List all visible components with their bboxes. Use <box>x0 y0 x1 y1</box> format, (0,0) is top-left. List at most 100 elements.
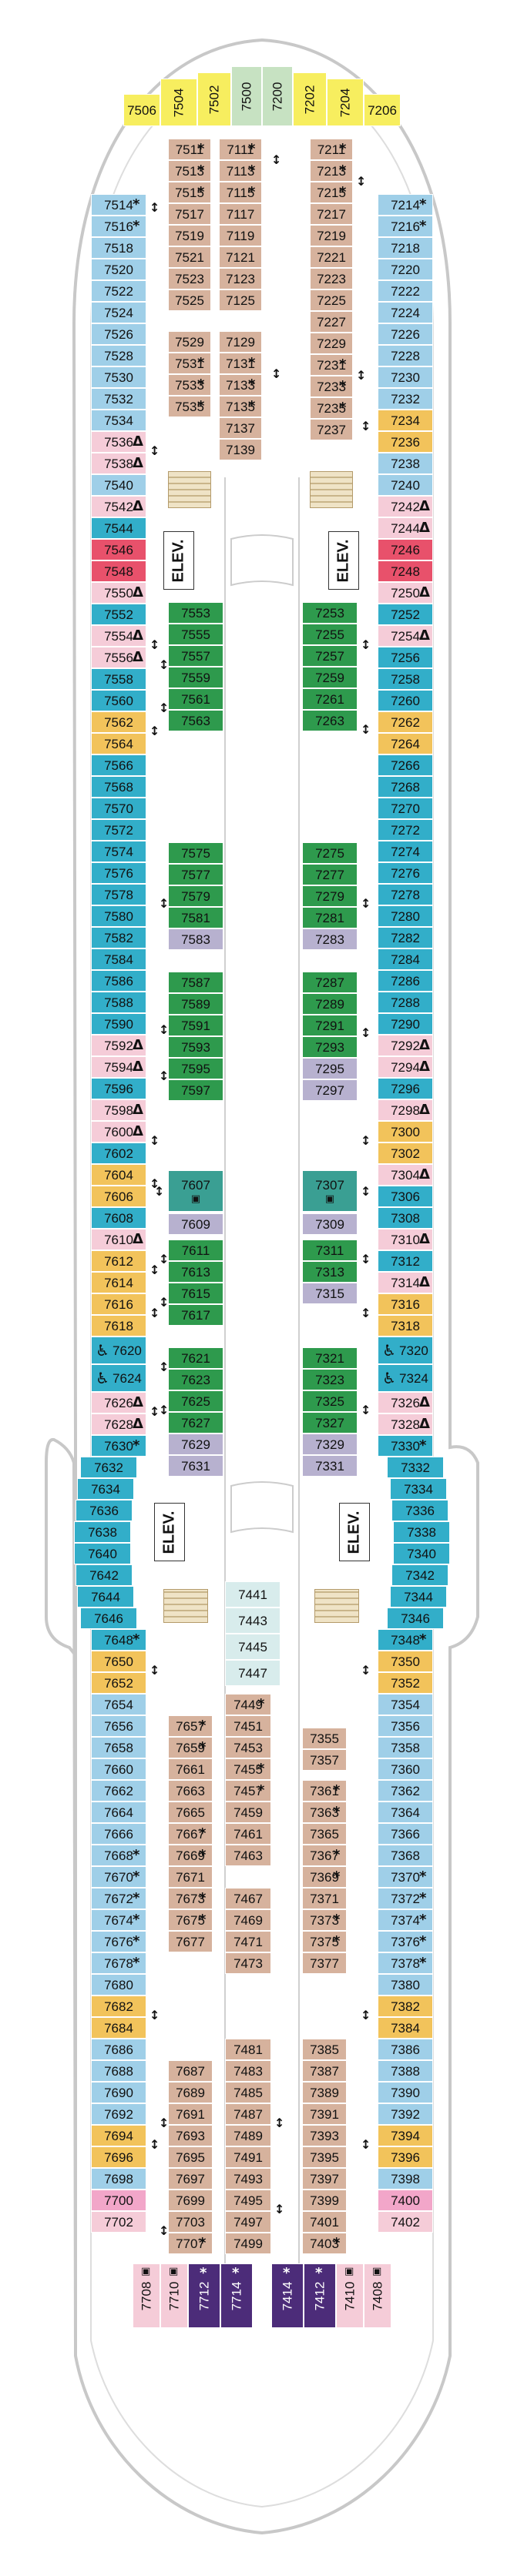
cabin-7288[interactable]: 7288 <box>378 992 433 1013</box>
cabin-7338[interactable]: 7338 <box>393 1521 450 1543</box>
cabin-7614[interactable]: 7614 <box>91 1272 146 1293</box>
cabin-7666[interactable]: 7666 <box>91 1823 146 1845</box>
cabin-7259[interactable]: 7259 <box>302 667 358 688</box>
cabin-7278[interactable]: 7278 <box>378 884 433 905</box>
cabin-7232[interactable]: 7232 <box>378 388 433 410</box>
cabin-7221[interactable]: 7221 <box>310 246 353 268</box>
cabin-7402[interactable]: 7402 <box>378 2211 433 2233</box>
cabin-7457[interactable]: 7457 <box>225 1780 271 1802</box>
cabin-7640[interactable]: 7640 <box>74 1543 131 1564</box>
cabin-7593[interactable]: 7593 <box>168 1036 223 1058</box>
cabin-7602[interactable]: 7602 <box>91 1142 146 1164</box>
cabin-7595[interactable]: 7595 <box>168 1058 223 1079</box>
cabin-7664[interactable]: 7664 <box>91 1802 146 1823</box>
cabin-7607[interactable]: 7607▣ <box>168 1170 223 1212</box>
cabin-7314[interactable]: 7314 <box>378 1272 433 1293</box>
cabin-7663[interactable]: 7663 <box>168 1780 213 1802</box>
cabin-7133[interactable]: 7133 <box>219 374 262 396</box>
cabin-7373[interactable]: 7373 <box>302 1909 347 1931</box>
cabin-7272[interactable]: 7272 <box>378 819 433 841</box>
cabin-7580[interactable]: 7580 <box>91 905 146 927</box>
cabin-7362[interactable]: 7362 <box>378 1780 433 1802</box>
cabin-7117[interactable]: 7117 <box>219 203 262 225</box>
cabin-7238[interactable]: 7238 <box>378 453 433 474</box>
cabin-7630[interactable]: 7630 <box>91 1435 146 1457</box>
cabin-7693[interactable]: 7693 <box>168 2125 213 2146</box>
cabin-7677[interactable]: 7677 <box>168 1931 213 1952</box>
cabin-7529[interactable]: 7529 <box>168 331 211 353</box>
cabin-7308[interactable]: 7308 <box>378 1207 433 1229</box>
cabin-7531[interactable]: 7531 <box>168 353 211 374</box>
cabin-7372[interactable]: 7372 <box>378 1888 433 1909</box>
cabin-7700[interactable]: 7700 <box>91 2190 146 2211</box>
cabin-7135[interactable]: 7135 <box>219 396 262 417</box>
cabin-7674[interactable]: 7674 <box>91 1909 146 1931</box>
cabin-7697[interactable]: 7697 <box>168 2168 213 2190</box>
cabin-7557[interactable]: 7557 <box>168 645 223 667</box>
cabin-7514[interactable]: 7514 <box>91 194 146 216</box>
cabin-7694[interactable]: 7694 <box>91 2125 146 2146</box>
cabin-7321[interactable]: 7321 <box>302 1347 358 1369</box>
cabin-7540[interactable]: 7540 <box>91 474 146 496</box>
cabin-7318[interactable]: 7318 <box>378 1315 433 1337</box>
cabin-7328[interactable]: 7328 <box>378 1413 433 1435</box>
cabin-7389[interactable]: 7389 <box>302 2082 347 2103</box>
cabin-7631[interactable]: 7631 <box>168 1455 223 1477</box>
cabin-7119[interactable]: 7119 <box>219 225 262 246</box>
cabin-7491[interactable]: 7491 <box>225 2146 271 2168</box>
cabin-7236[interactable]: 7236 <box>378 431 433 453</box>
cabin-7568[interactable]: 7568 <box>91 776 146 798</box>
cabin-7584[interactable]: 7584 <box>91 948 146 970</box>
cabin-7204[interactable]: 7204 <box>327 79 364 126</box>
cabin-7350[interactable]: 7350 <box>378 1651 433 1672</box>
cabin-7648[interactable]: 7648 <box>91 1629 146 1651</box>
cabin-7401[interactable]: 7401 <box>302 2211 347 2233</box>
cabin-7304[interactable]: 7304 <box>378 1164 433 1186</box>
cabin-7310[interactable]: 7310 <box>378 1229 433 1250</box>
cabin-7670[interactable]: 7670 <box>91 1866 146 1888</box>
cabin-7216[interactable]: 7216 <box>378 216 433 237</box>
cabin-7703[interactable]: 7703 <box>168 2211 213 2233</box>
cabin-7375[interactable]: 7375 <box>302 1931 347 1952</box>
cabin-7463[interactable]: 7463 <box>225 1845 271 1866</box>
cabin-7668[interactable]: 7668 <box>91 1845 146 1866</box>
cabin-7449[interactable]: 7449 <box>225 1694 271 1715</box>
cabin-7202[interactable]: 7202 <box>293 72 327 126</box>
cabin-7382[interactable]: 7382 <box>378 1996 433 2017</box>
cabin-7497[interactable]: 7497 <box>225 2211 271 2233</box>
cabin-7702[interactable]: 7702 <box>91 2211 146 2233</box>
cabin-7235[interactable]: 7235 <box>310 397 353 419</box>
cabin-7368[interactable]: 7368 <box>378 1845 433 1866</box>
cabin-7331[interactable]: 7331 <box>302 1455 358 1477</box>
cabin-7555[interactable]: 7555 <box>168 624 223 645</box>
cabin-7546[interactable]: 7546 <box>91 539 146 560</box>
cabin-7403[interactable]: 7403 <box>302 2233 347 2254</box>
cabin-7628[interactable]: 7628 <box>91 1413 146 1435</box>
cabin-7678[interactable]: 7678 <box>91 1952 146 1974</box>
cabin-7665[interactable]: 7665 <box>168 1802 213 1823</box>
cabin-7627[interactable]: 7627 <box>168 1412 223 1434</box>
cabin-7348[interactable]: 7348 <box>378 1629 433 1651</box>
cabin-7691[interactable]: 7691 <box>168 2103 213 2125</box>
cabin-7699[interactable]: 7699 <box>168 2190 213 2211</box>
cabin-7515[interactable]: 7515 <box>168 182 211 203</box>
cabin-7600[interactable]: 7600 <box>91 1121 146 1142</box>
cabin-7714[interactable]: 7714 <box>220 2263 253 2328</box>
cabin-7500[interactable]: 7500 <box>231 66 262 126</box>
cabin-7447[interactable]: 7447 <box>225 1660 280 1686</box>
cabin-7656[interactable]: 7656 <box>91 1715 146 1737</box>
cabin-7575[interactable]: 7575 <box>168 842 223 864</box>
cabin-7686[interactable]: 7686 <box>91 2039 146 2060</box>
cabin-7621[interactable]: 7621 <box>168 1347 223 1369</box>
cabin-7390[interactable]: 7390 <box>378 2082 433 2103</box>
cabin-7586[interactable]: 7586 <box>91 970 146 992</box>
cabin-7687[interactable]: 7687 <box>168 2060 213 2082</box>
cabin-7302[interactable]: 7302 <box>378 1142 433 1164</box>
cabin-7225[interactable]: 7225 <box>310 289 353 311</box>
cabin-7461[interactable]: 7461 <box>225 1823 271 1845</box>
cabin-7620[interactable]: ♿7620 <box>91 1337 146 1364</box>
cabin-7380[interactable]: 7380 <box>378 1974 433 1996</box>
cabin-7287[interactable]: 7287 <box>302 972 358 993</box>
cabin-7344[interactable]: 7344 <box>390 1586 447 1607</box>
cabin-7570[interactable]: 7570 <box>91 798 146 819</box>
